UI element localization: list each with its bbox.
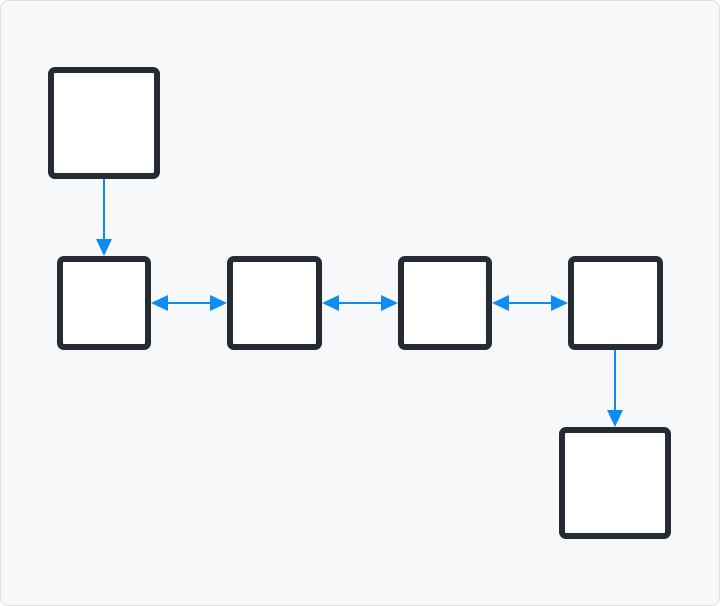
edge-n5-n6 (607, 350, 623, 427)
node-n4[interactable] (398, 256, 492, 350)
arrowhead-right-icon (551, 295, 568, 311)
edge-n3-n4 (322, 295, 398, 311)
edge-n4-n5 (492, 295, 568, 311)
node-n2[interactable] (57, 256, 151, 350)
arrowhead-left-icon (151, 295, 168, 311)
arrowhead-down-icon (96, 239, 112, 256)
node-n1[interactable] (48, 67, 160, 179)
arrowhead-right-icon (210, 295, 227, 311)
node-n6[interactable] (559, 427, 671, 539)
node-n5[interactable] (568, 256, 663, 350)
arrowhead-down-icon (607, 410, 623, 427)
arrowhead-left-icon (492, 295, 509, 311)
arrowhead-right-icon (381, 295, 398, 311)
edge-n1-n2 (96, 179, 112, 256)
arrowhead-left-icon (322, 295, 339, 311)
node-n3[interactable] (227, 256, 322, 350)
edge-n2-n3 (151, 295, 227, 311)
